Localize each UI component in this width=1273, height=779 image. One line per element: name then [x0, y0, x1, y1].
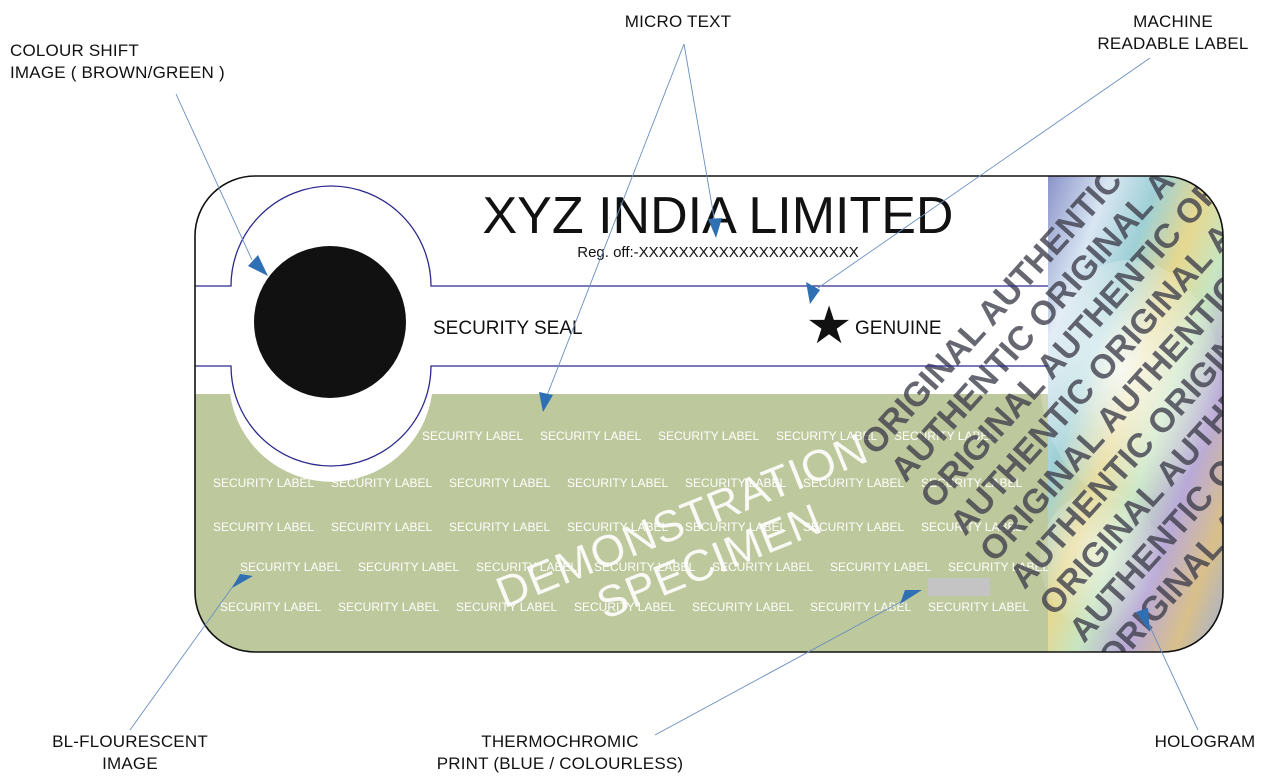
micro-text-item: SECURITY LABEL	[476, 560, 577, 574]
micro-text-item: SECURITY LABEL	[803, 520, 904, 534]
leader-lines	[129, 43, 1199, 736]
callout-thermochromic: THERMOCHROMIC PRINT (BLUE / COLOURLESS)	[410, 731, 710, 775]
arrowheads	[232, 218, 1150, 632]
micro-text-item: SECURITY LABEL	[338, 600, 439, 614]
star-icon: ★	[806, 297, 853, 355]
callout-colour-shift: COLOUR SHIFT IMAGE ( BROWN/GREEN )	[10, 40, 270, 84]
label-border	[194, 175, 1224, 653]
colour-shift-disc	[254, 246, 406, 398]
micro-text-item: SECURITY LABEL	[240, 560, 341, 574]
micro-text-item: SECURITY LABEL	[712, 560, 813, 574]
micro-text-item: SECURITY LABEL	[574, 600, 675, 614]
genuine-text: GENUINE	[855, 318, 942, 339]
callout-colour-shift-line-2: IMAGE ( BROWN/GREEN )	[10, 63, 225, 83]
callout-micro-text-line: MICRO TEXT	[624, 12, 732, 31]
micro-text-block: SECURITY LABEL SECURITY LABEL SECURITY LAB…	[213, 429, 1049, 614]
arrow-hologram	[1136, 608, 1150, 632]
micro-text-item: SECURITY LABEL	[685, 476, 786, 490]
callout-micro-text: MICRO TEXT	[598, 11, 758, 33]
callout-thermochromic-line-1: THERMOCHROMIC	[481, 732, 639, 751]
arrow-machine-readable	[806, 282, 820, 304]
micro-text-item: SECURITY LABEL	[567, 476, 668, 490]
micro-text-item: SECURITY LABEL	[776, 429, 877, 443]
micro-text-item: SECURITY LABEL	[894, 429, 995, 443]
micro-text-item: SECURITY LABEL	[948, 560, 1049, 574]
arrow-micro-text-1	[539, 392, 553, 412]
micro-text-item: SECURITY LABEL	[449, 520, 550, 534]
micro-text-item: SECURITY LABEL	[928, 600, 1029, 614]
callout-hologram-line: HOLOGRAM	[1154, 732, 1256, 751]
arrow-bl-fluorescent	[232, 574, 253, 588]
micro-text-item: SECURITY LABEL	[921, 520, 1022, 534]
micro-text-item: SECURITY LABEL	[540, 429, 641, 443]
reg-office: Reg. off:-XXXXXXXXXXXXXXXXXXXXXX	[577, 244, 859, 261]
arrow-colour-shift	[248, 255, 268, 276]
micro-text-item: SECURITY LABEL	[213, 476, 314, 490]
micro-text-item: SECURITY LABEL	[692, 600, 793, 614]
micro-text-item: SECURITY LABEL	[456, 600, 557, 614]
callout-machine-readable-line-1: MACHINE	[1133, 12, 1213, 31]
callout-bl-fluorescent: BL-FLOURESCENT IMAGE	[25, 731, 235, 775]
micro-text-item: SECURITY LABEL	[658, 429, 759, 443]
arrow-thermochromic	[900, 590, 922, 604]
security-label: SECURITY LABEL SECURITY LABEL SECURITY LAB…	[195, 176, 1223, 652]
micro-text-item: SECURITY LABEL	[213, 520, 314, 534]
callout-machine-readable-line-2: READABLE LABEL	[1097, 34, 1249, 54]
micro-text-item: SECURITY LABEL	[921, 476, 1022, 490]
callout-thermochromic-line-2: PRINT (BLUE / COLOURLESS)	[436, 754, 684, 774]
micro-text-item: SECURITY LABEL	[830, 560, 931, 574]
callout-machine-readable: MACHINE READABLE LABEL	[1078, 11, 1268, 55]
thermochromic-patch	[928, 578, 990, 596]
micro-text-item: SECURITY LABEL	[331, 520, 432, 534]
micro-text-item: SECURITY LABEL	[358, 560, 459, 574]
arrow-micro-text-2	[708, 218, 722, 238]
micro-text-item: SECURITY LABEL	[220, 600, 321, 614]
micro-text-item: SECURITY LABEL	[685, 520, 786, 534]
seal-band-lines	[195, 185, 1048, 467]
micro-text-item: SECURITY LABEL	[449, 476, 550, 490]
security-seal-text: SECURITY SEAL	[433, 318, 583, 339]
callout-hologram: HOLOGRAM	[1140, 731, 1270, 753]
micro-text-item: SECURITY LABEL	[422, 429, 523, 443]
micro-text-item: SECURITY LABEL	[567, 520, 668, 534]
micro-text-item: SECURITY LABEL	[331, 476, 432, 490]
callout-bl-fluorescent-line-1: BL-FLOURESCENT	[52, 732, 208, 751]
micro-text-item: SECURITY LABEL	[810, 600, 911, 614]
callout-colour-shift-line-1: COLOUR SHIFT	[10, 41, 139, 60]
company-name: XYZ INDIA LIMITED	[483, 187, 954, 245]
callout-bl-fluorescent-line-2: IMAGE	[102, 754, 158, 774]
micro-text-item: SECURITY LABEL	[594, 560, 695, 574]
micro-text-item: SECURITY LABEL	[803, 476, 904, 490]
